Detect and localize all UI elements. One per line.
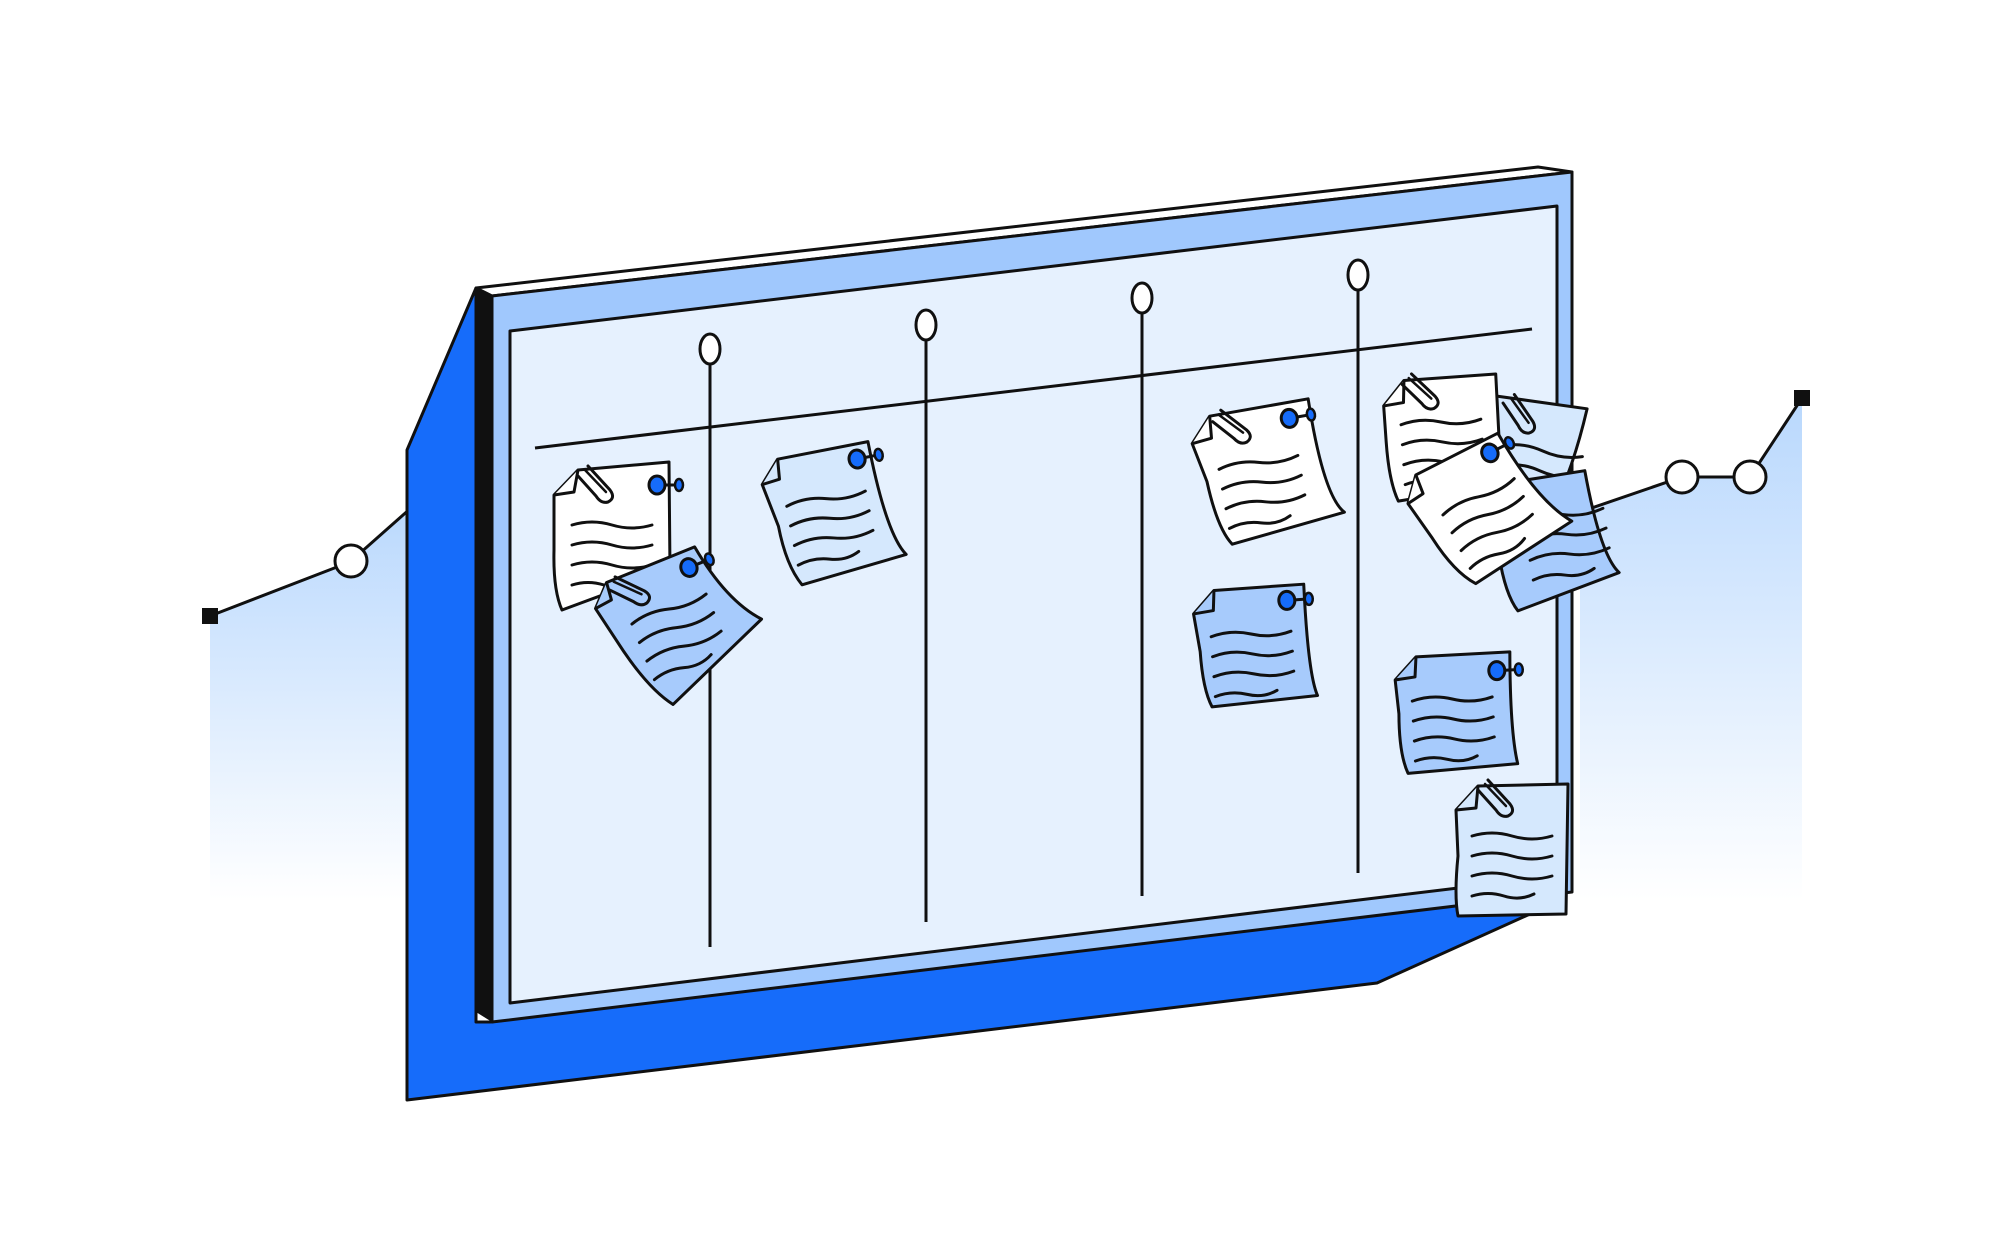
background-area-chart [202, 390, 1810, 900]
sticky-note [760, 440, 908, 587]
column-4 [1346, 258, 1370, 873]
column-2 [914, 308, 938, 922]
chart-node-icon [202, 608, 218, 624]
chart-line-right [1579, 397, 1804, 514]
board-edge [476, 288, 492, 1022]
chart-node-icon [333, 543, 369, 579]
sticky-note [1192, 582, 1320, 709]
sticky-note [1406, 431, 1574, 586]
sticky-note [593, 545, 764, 706]
column-hook-icon [1130, 281, 1154, 315]
sticky-note [1454, 778, 1570, 918]
column-3 [1130, 281, 1154, 896]
sticky-note [1190, 397, 1346, 546]
board-columns [698, 258, 1370, 947]
column-hook-icon [698, 332, 722, 366]
chart-area-right [1580, 398, 1802, 900]
chart-node-icon [1664, 459, 1700, 495]
sticky-note [1393, 650, 1525, 775]
column-hook-icon [914, 308, 938, 342]
column-hook-icon [1346, 258, 1370, 292]
chart-node-icon [1732, 459, 1768, 495]
board-header-divider [534, 327, 1533, 450]
chart-area-left [210, 500, 420, 900]
chart-node-icon [1794, 390, 1810, 406]
